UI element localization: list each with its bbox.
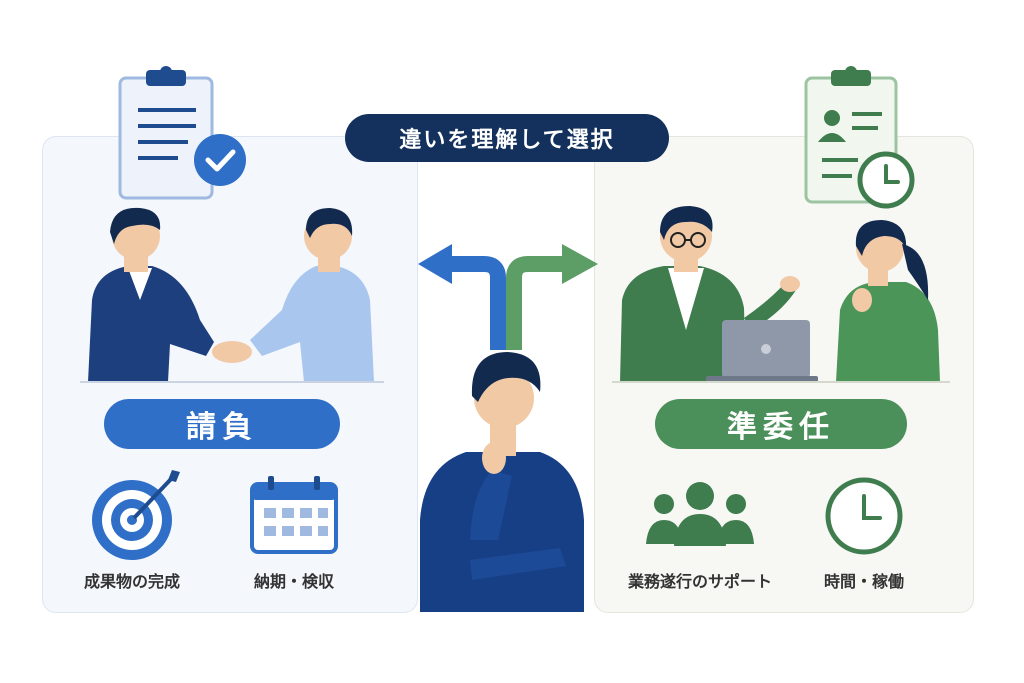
clipboard-clock-icon xyxy=(804,66,915,209)
contract-label: 請負 xyxy=(104,399,340,449)
thinking-person-illustration xyxy=(420,352,584,612)
handshake-illustration xyxy=(80,207,384,383)
split-arrows-icon xyxy=(418,244,598,350)
page-title: 違いを理解して選択 xyxy=(345,114,669,162)
feature-caption: 成果物の完成 xyxy=(83,572,180,591)
clipboard-check-icon xyxy=(118,66,246,200)
feature-caption: 納期・検収 xyxy=(253,572,334,591)
team-icon xyxy=(646,482,754,546)
calendar-icon xyxy=(250,476,338,554)
feature-caption: 時間・稼働 xyxy=(823,572,904,591)
quasi-mandate-label: 準委任 xyxy=(655,399,907,449)
clock-icon xyxy=(825,477,903,555)
feature-caption: 業務遂行のサポート xyxy=(627,572,772,591)
target-icon xyxy=(92,470,180,560)
meeting-illustration xyxy=(612,206,950,383)
